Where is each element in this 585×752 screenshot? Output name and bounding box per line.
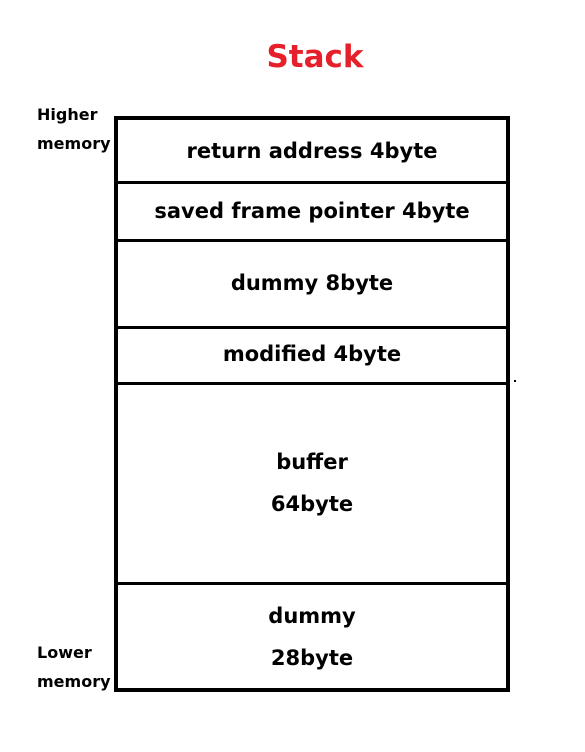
higher-memory-label-line2: memory	[37, 134, 111, 153]
segment-label: return address 4byte	[186, 139, 438, 163]
stack-segment-saved-frame-pointer: saved frame pointer 4byte	[118, 184, 506, 242]
diagram-title: Stack	[266, 39, 364, 75]
stack-segment-buffer: buffer 64byte	[118, 385, 506, 585]
stray-dot	[514, 380, 516, 382]
segment-label: dummy 8byte	[230, 271, 394, 295]
lower-memory-label-line2: memory	[37, 672, 111, 691]
segment-label: dummy	[268, 604, 356, 628]
stack-segment-modified: modified 4byte	[118, 329, 506, 385]
stack-frame: return address 4byte saved frame pointer…	[114, 116, 510, 692]
lower-memory-label: Lower memory	[37, 638, 117, 696]
segment-label: saved frame pointer 4byte	[154, 199, 470, 223]
segment-label: 28byte	[270, 646, 354, 670]
lower-memory-label-line1: Lower	[37, 643, 92, 662]
stack-segment-dummy-8: dummy 8byte	[118, 242, 506, 329]
segment-label: modified 4byte	[222, 342, 402, 366]
segment-label: buffer	[276, 450, 348, 474]
higher-memory-label-line1: Higher	[37, 105, 98, 124]
segment-label: 64byte	[270, 492, 354, 516]
stack-segment-dummy-28: dummy 28byte	[118, 585, 506, 688]
stack-segment-return-address: return address 4byte	[118, 120, 506, 184]
higher-memory-label: Higher memory	[37, 100, 117, 158]
